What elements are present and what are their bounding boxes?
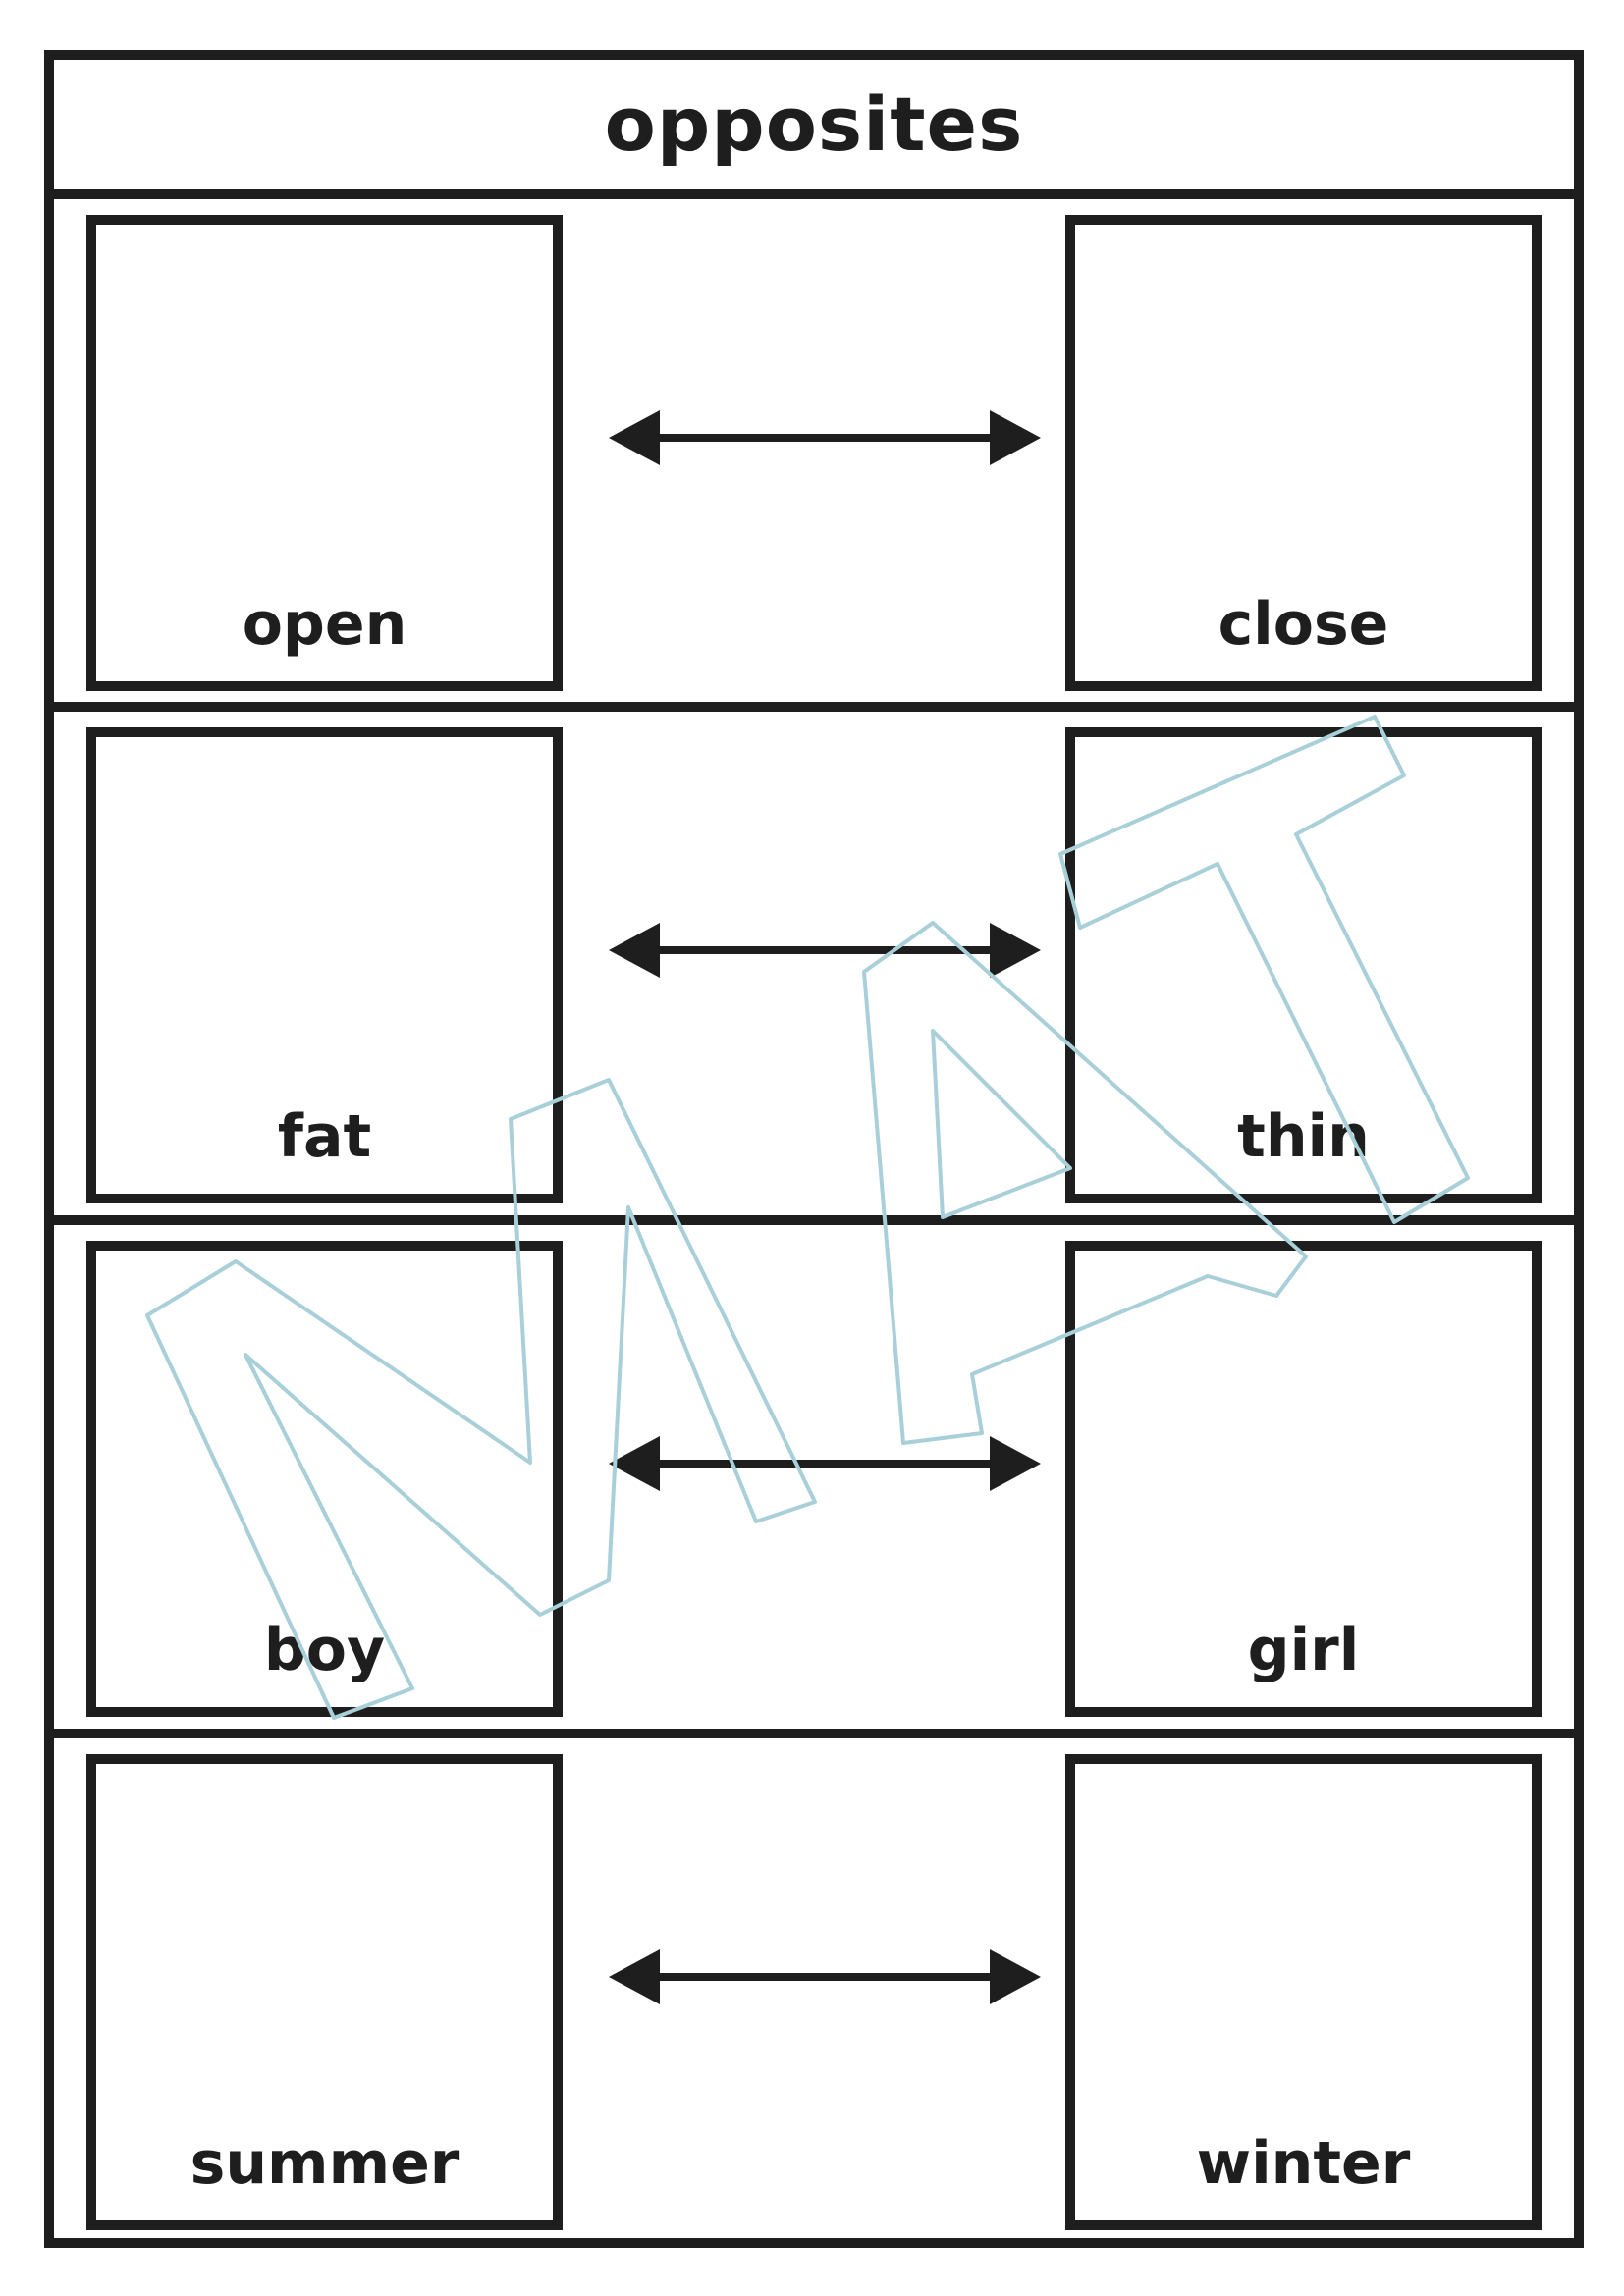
picture-card-left: fat <box>86 727 563 1203</box>
double-arrow-icon <box>609 1436 1041 1491</box>
picture-card-right: thin <box>1065 727 1542 1203</box>
picture-card-right: girl <box>1065 1241 1542 1717</box>
picture-card-left: boy <box>86 1241 563 1717</box>
double-arrow-icon <box>609 410 1041 465</box>
word-label: close <box>1218 590 1389 659</box>
word-label: thin <box>1237 1102 1370 1171</box>
word-label: girl <box>1247 1616 1360 1684</box>
title-row: opposites <box>54 60 1574 199</box>
pair-row-3: boy girl <box>54 1225 1574 1738</box>
worksheet-frame: opposites open close fat thin boy <box>44 50 1584 2248</box>
picture-card-right: winter <box>1065 1754 1542 2230</box>
double-arrow-icon <box>609 1949 1041 2004</box>
picture-card-right: close <box>1065 215 1542 691</box>
pair-row-2: fat thin <box>54 712 1574 1225</box>
picture-card-left: summer <box>86 1754 563 2230</box>
picture-card-left: open <box>86 215 563 691</box>
word-label: summer <box>189 2129 460 2198</box>
word-label: winter <box>1196 2129 1411 2198</box>
word-label: boy <box>263 1616 386 1684</box>
word-label: open <box>242 590 407 659</box>
pair-row-4: summer winter <box>54 1738 1574 2238</box>
pair-row-1: open close <box>54 199 1574 712</box>
page-title: opposites <box>604 80 1024 168</box>
word-label: fat <box>277 1102 372 1171</box>
double-arrow-icon <box>609 923 1041 978</box>
